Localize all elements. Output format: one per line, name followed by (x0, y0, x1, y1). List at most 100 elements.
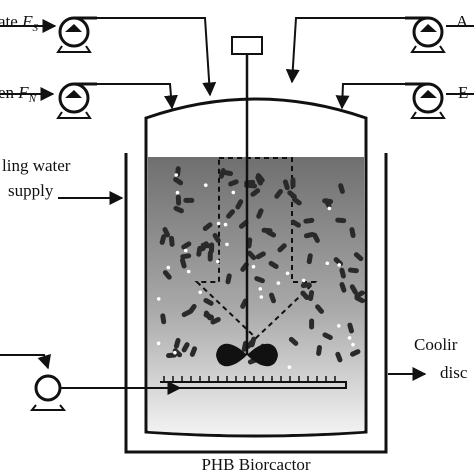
right-mid-pump (405, 82, 474, 119)
bubble (156, 297, 161, 301)
cell (316, 344, 322, 356)
cell (347, 267, 359, 274)
cell (291, 196, 302, 206)
cell (226, 209, 236, 219)
gas-bubbles (156, 173, 355, 369)
cell (200, 242, 212, 249)
sparger (160, 381, 347, 389)
right-mid-feed-line (335, 83, 406, 110)
cell (173, 205, 184, 214)
nitrogen-feed-label: en FN (0, 83, 37, 105)
bubble (325, 261, 330, 266)
bubble (327, 206, 332, 211)
cell (189, 346, 198, 357)
cell (353, 252, 364, 262)
cell (309, 318, 315, 330)
bubble (216, 221, 221, 226)
cell (212, 232, 221, 244)
broth-liquid (148, 157, 364, 435)
cell (255, 251, 266, 260)
bubble (258, 287, 263, 291)
cell (315, 304, 324, 314)
cell (181, 309, 193, 318)
bubble (231, 190, 236, 195)
bubble (347, 336, 352, 340)
cell (349, 284, 358, 295)
bubble (251, 264, 256, 269)
cell (180, 253, 192, 260)
cell (350, 349, 361, 357)
cell (261, 227, 273, 234)
microbial-cells (159, 166, 365, 365)
nitrogen-feed-line (95, 83, 178, 110)
cell (303, 231, 315, 239)
cell (354, 295, 365, 304)
cell (306, 253, 313, 265)
cell (269, 292, 277, 304)
bubble (259, 295, 264, 299)
bubble (301, 278, 306, 283)
cell (181, 342, 190, 353)
cell (255, 175, 263, 186)
substrate-pump (0, 16, 97, 53)
bubble (337, 263, 342, 267)
cell (183, 197, 195, 203)
bubble (183, 248, 188, 253)
bubble (351, 342, 355, 347)
cooling-water-supply-label-1: ling water (2, 156, 71, 175)
nitrogen-pump (0, 82, 97, 119)
cooling-discharge-label-1: Coolir (414, 335, 458, 354)
cell (303, 217, 315, 224)
cell (225, 273, 232, 285)
air-pump (0, 353, 67, 411)
cell (339, 267, 346, 279)
bubble (198, 290, 203, 295)
cell (203, 297, 214, 306)
substrate-feed-line (95, 17, 217, 97)
impeller (216, 343, 278, 367)
bubble (276, 281, 281, 285)
cell (160, 313, 167, 325)
cell (300, 282, 312, 289)
cell (339, 282, 347, 293)
cell (228, 179, 239, 187)
cell (162, 270, 172, 280)
cell (173, 337, 181, 349)
cell (290, 177, 296, 189)
cell (287, 190, 297, 200)
cell (277, 243, 287, 253)
cell (300, 290, 310, 301)
substrate-feed-label: ate FS (0, 12, 38, 34)
cell (175, 194, 182, 206)
bubble (285, 271, 290, 276)
cell (323, 198, 332, 209)
cell (168, 235, 175, 247)
cell (179, 257, 187, 269)
right-top-label: A (456, 12, 469, 31)
cell (335, 217, 347, 224)
cell (202, 222, 213, 232)
cell (172, 348, 183, 358)
bubble (186, 269, 191, 274)
cell (256, 208, 264, 219)
cell (173, 177, 184, 186)
agitator-motor (231, 36, 263, 55)
bubble (216, 259, 220, 264)
cell (159, 234, 167, 245)
vessel-title: PHB Biorcactor (201, 455, 310, 474)
cell (222, 169, 234, 177)
cooling-jacket (124, 153, 388, 454)
bubble (166, 265, 171, 270)
cell (322, 332, 333, 340)
cell (235, 199, 244, 210)
bubble (203, 183, 208, 187)
cell (338, 183, 345, 194)
bubble (173, 350, 177, 355)
bubble (287, 365, 292, 369)
cell (250, 188, 261, 197)
cell (210, 316, 221, 325)
cell (347, 322, 354, 334)
bubble (225, 242, 229, 247)
cell (203, 310, 213, 321)
